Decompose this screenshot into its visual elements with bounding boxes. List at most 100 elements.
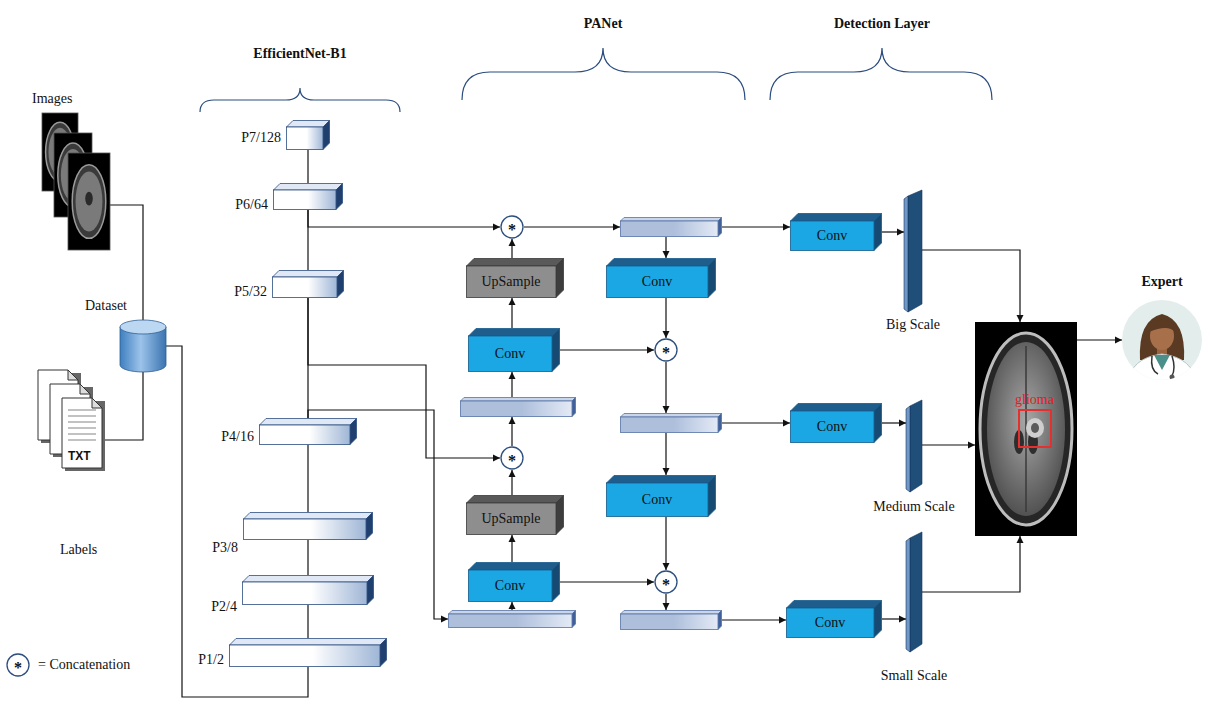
shape-part [621,614,719,630]
connector [722,422,790,423]
connector [511,239,512,258]
result-image: glioma [975,322,1077,536]
node-label: Dataset [85,298,127,314]
feature-map-outline [620,610,722,630]
shape-part [1149,320,1175,332]
node-label: P1/2 [198,652,224,668]
node-label: Conv [606,483,708,517]
node-label: TXT [68,448,91,464]
connector [882,618,906,619]
feature-block-outline [286,120,330,150]
shape-part [62,398,102,468]
feature-map [620,610,722,630]
shape-part [556,259,564,298]
connector [1077,339,1122,340]
shape-part [791,411,875,443]
shape-part [987,342,1065,516]
feature-block-outline [273,183,343,210]
shape-part [607,266,709,298]
shape-part [449,611,576,615]
connector [511,602,512,610]
shape-part [68,421,96,422]
scale-output: Medium Scale [906,400,922,492]
group-bracket [200,88,400,112]
node-label: P2/4 [211,599,237,615]
connector [511,535,512,562]
connector [511,298,512,328]
shape-part [449,614,573,628]
node-label: Conv [790,221,874,251]
shape-part [467,496,564,504]
connector [922,536,1020,592]
concat-circle: * [654,570,678,594]
scale-output: Big Scale [904,190,922,312]
shape-part [552,329,560,372]
scale-output-outline [906,532,922,652]
shape-part [906,538,910,652]
shape-part [621,218,722,222]
shape-part [718,414,722,433]
legend-text: = Concatenation [38,657,130,673]
shape-part [906,406,910,492]
shape-part [621,414,722,418]
feature-map [620,217,722,237]
shape-part [572,611,576,628]
connector [882,422,906,423]
expert-avatar-outline [1122,300,1202,380]
expert-avatar: Expert [1122,300,1202,380]
connector [922,250,1020,322]
feature-block: P2/4 [242,575,374,605]
concat-circle: * [500,446,524,470]
node-label: * [500,215,524,239]
conv-block: Conv [606,475,716,517]
shape-part [874,601,882,638]
shape-part [908,190,922,312]
shape-part [244,519,367,540]
shape-part [708,476,716,517]
shape-part [287,127,324,150]
shape-part [260,425,351,445]
node-label: Conv [786,608,874,638]
shape-part [230,639,387,646]
shape-part [260,419,357,426]
node-label: Conv [606,266,708,298]
shape-part [708,259,716,298]
shape-part [910,532,922,652]
scale-output-outline [904,190,922,312]
concat-circle: * [500,215,524,239]
node-label: Conv [468,336,552,372]
shape-part [243,576,374,583]
node-label: Small Scale [881,668,948,684]
shape-part [68,415,96,416]
shape-part [467,266,557,298]
upsample-block: UpSample [466,258,564,298]
conv-block: Conv [606,258,716,298]
section-heading: EfficientNet-B1 [253,46,346,62]
shape-part [1140,314,1184,360]
shape-part [68,153,110,250]
shape-part [1128,354,1196,384]
shape-part [1019,410,1051,447]
feature-block: P4/16 [259,418,357,445]
connector [308,210,500,227]
shape-part [655,339,677,361]
shape-part [607,476,716,484]
node-label: Medium Scale [873,499,954,515]
scale-output-outline [906,400,922,492]
legend-symbol: * [6,653,30,677]
feature-block: P6/64 [273,183,343,210]
shape-part [230,645,381,667]
shape-part [1152,356,1174,376]
shape-part [68,433,96,434]
shape-part [85,192,93,206]
feature-map [448,610,576,628]
shape-part [243,582,368,605]
shape-part [791,214,882,222]
shape-part [244,513,373,520]
conv-block: Conv [790,403,882,443]
shape-part [323,121,330,150]
group-bracket [462,48,745,100]
connector [560,349,654,350]
connector [665,237,666,258]
